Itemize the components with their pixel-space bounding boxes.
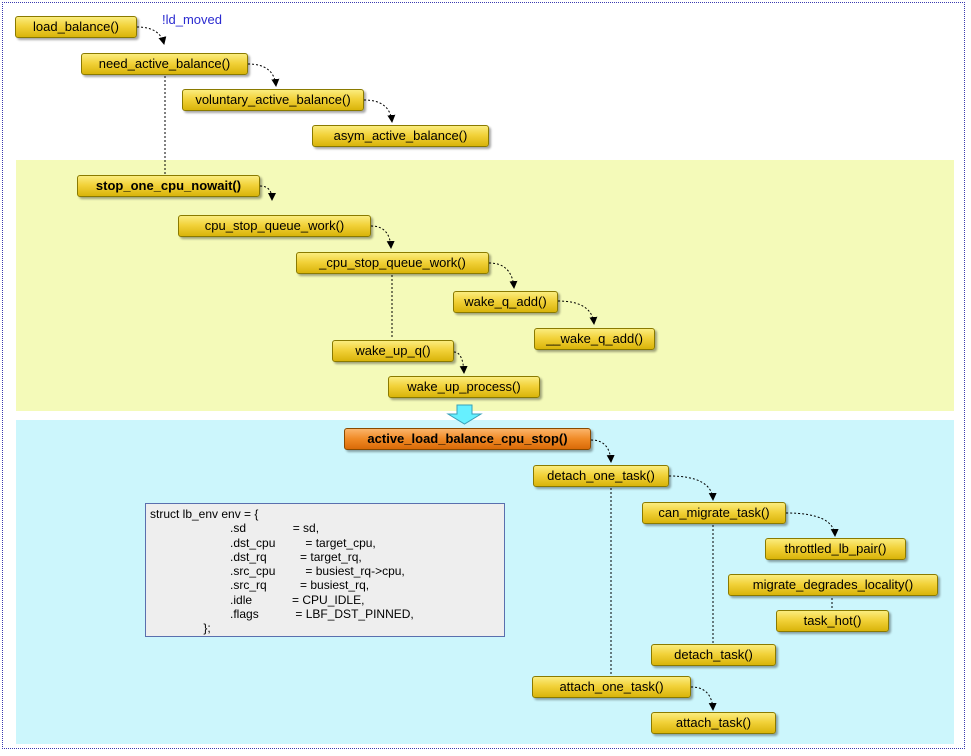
ld-moved-annotation: !ld_moved bbox=[162, 12, 222, 27]
node-wake-q-add: wake_q_add() bbox=[453, 291, 558, 313]
node-asym-active-balance: asym_active_balance() bbox=[312, 125, 489, 147]
node-task-hot: task_hot() bbox=[776, 610, 889, 632]
code-line: }; bbox=[150, 621, 211, 636]
code-line: .idle = CPU_IDLE, bbox=[150, 592, 365, 607]
node-wake-up-q: wake_up_q() bbox=[332, 340, 454, 362]
node-inner-wake-q-add: __wake_q_add() bbox=[534, 328, 655, 350]
node-detach-one-task: detach_one_task() bbox=[533, 465, 669, 487]
node-voluntary-active-balance: voluntary_active_balance() bbox=[182, 89, 364, 111]
node-cpu-stop-queue-work: cpu_stop_queue_work() bbox=[178, 215, 371, 237]
node-active-load-balance-cpu-stop: active_load_balance_cpu_stop() bbox=[344, 428, 591, 450]
node-wake-up-process: wake_up_process() bbox=[388, 376, 540, 398]
node-load-balance: load_balance() bbox=[15, 16, 137, 38]
code-line: .src_cpu = busiest_rq->cpu, bbox=[150, 564, 405, 579]
node-throttled-lb-pair: throttled_lb_pair() bbox=[765, 538, 906, 560]
node-attach-task: attach_task() bbox=[651, 712, 776, 734]
code-line: .src_rq = busiest_rq, bbox=[150, 578, 370, 593]
node-inner-cpu-stop-queue-work: _cpu_stop_queue_work() bbox=[296, 252, 489, 274]
node-attach-one-task: attach_one_task() bbox=[532, 676, 691, 698]
code-line: .flags = LBF_DST_PINNED, bbox=[150, 607, 414, 622]
code-line: .dst_rq = target_rq, bbox=[150, 549, 362, 564]
node-need-active-balance: need_active_balance() bbox=[81, 53, 248, 75]
stop-one-cpu-panel bbox=[16, 160, 954, 411]
node-detach-task: detach_task() bbox=[651, 644, 776, 666]
node-stop-one-cpu-nowait: stop_one_cpu_nowait() bbox=[77, 175, 260, 197]
node-can-migrate-task: can_migrate_task() bbox=[642, 502, 786, 524]
code-line: .sd = sd, bbox=[150, 521, 320, 536]
node-migrate-degrades-locality: migrate_degrades_locality() bbox=[728, 574, 938, 596]
code-line: .dst_cpu = target_cpu, bbox=[150, 535, 376, 550]
lb-env-code-box: struct lb_env env = { .sd = sd, .dst_cpu… bbox=[145, 503, 505, 637]
diagram-frame bbox=[2, 2, 965, 749]
code-line: struct lb_env env = { bbox=[150, 507, 259, 521]
